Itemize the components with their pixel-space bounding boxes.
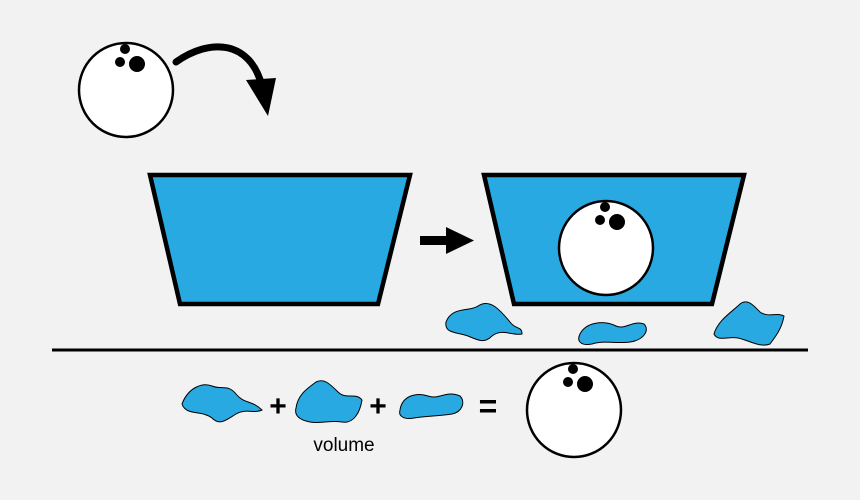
- water-splash-icon: [445, 302, 523, 342]
- plus-sign-1: +: [269, 390, 287, 423]
- water-splash-icon: [399, 393, 464, 419]
- basin-with-ball: [481, 172, 747, 307]
- plus-sign-2: +: [369, 390, 387, 423]
- water-splash-icon: [713, 301, 785, 346]
- bowling-ball-icon: [557, 199, 655, 297]
- curved-arrow-icon: [172, 43, 276, 116]
- water-splash-icon: [181, 384, 263, 423]
- water-splash-icon: [295, 380, 363, 424]
- volume-label: volume: [313, 435, 374, 456]
- bowling-ball-icon: [77, 41, 175, 139]
- basin-full: [147, 172, 413, 307]
- water-splash-icon: [578, 322, 647, 345]
- equals-sign: =: [479, 388, 498, 424]
- right-arrow-icon: [420, 227, 474, 254]
- bowling-ball-icon: [525, 361, 623, 459]
